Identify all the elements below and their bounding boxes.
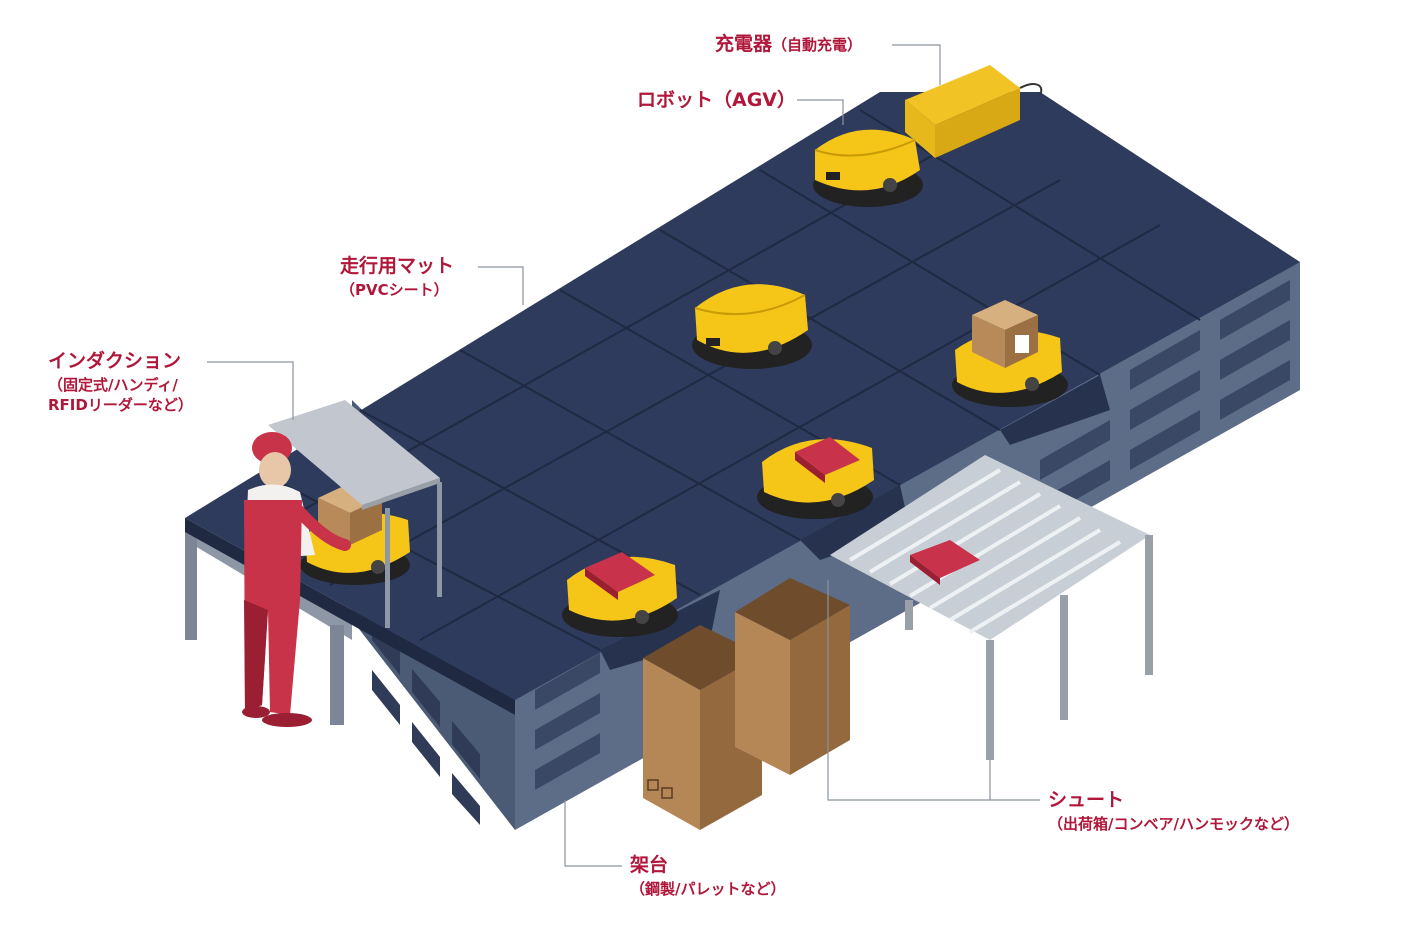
chute-box-front [643, 625, 762, 830]
chute-box-back [735, 578, 850, 775]
leader-line-robot [797, 99, 844, 125]
label-chute-sub: （出荷箱/コンベア/ハンモックなど） [1048, 814, 1299, 833]
label-charger-main: 充電器 [715, 33, 773, 55]
label-induction-main: インダクション [48, 350, 182, 372]
label-chute: シュート （出荷箱/コンベア/ハンモックなど） [1048, 788, 1299, 834]
leader-line-charger [892, 44, 941, 85]
label-charger-sub: （自動充電） [772, 36, 863, 54]
robot-agv-induction [300, 483, 410, 585]
robot-agv-empty [692, 284, 812, 369]
induction-canopy [268, 400, 442, 628]
label-stand: 架台 （鋼製/パレットなど） [630, 853, 785, 899]
robot-agv-charging [813, 129, 923, 207]
label-mat-main: 走行用マット [340, 255, 455, 277]
label-charger: 充電器（自動充電） [715, 32, 862, 58]
label-mat: 走行用マット （PVCシート） [340, 254, 454, 300]
worker [242, 432, 351, 727]
roller-conveyor-chute [830, 455, 1153, 760]
charger [905, 65, 1043, 158]
label-induction-sub2: RFIDリーダーなど） [48, 395, 193, 414]
label-chute-main: シュート [1048, 789, 1125, 811]
label-induction: インダクション （固定式/ハンディ/ RFIDリーダーなど） [48, 349, 193, 415]
label-robot-main: ロボット（AGV） [637, 89, 797, 111]
robot-agv-with-parcel-front [562, 552, 678, 637]
robot-agv-with-parcel-center [757, 437, 874, 519]
label-induction-sub1: （固定式/ハンディ/ [48, 375, 178, 394]
label-robot: ロボット（AGV） [637, 88, 796, 114]
leader-line-stand [564, 800, 622, 867]
label-mat-sub: （PVCシート） [340, 280, 449, 299]
robot-agv-with-box [952, 300, 1068, 407]
leader-line-mat [478, 266, 524, 305]
leader-line-chute [827, 580, 1040, 801]
label-stand-main: 架台 [630, 854, 669, 876]
leader-lines [207, 44, 1040, 867]
leader-line-induction [207, 361, 294, 420]
label-stand-sub: （鋼製/パレットなど） [630, 879, 786, 898]
